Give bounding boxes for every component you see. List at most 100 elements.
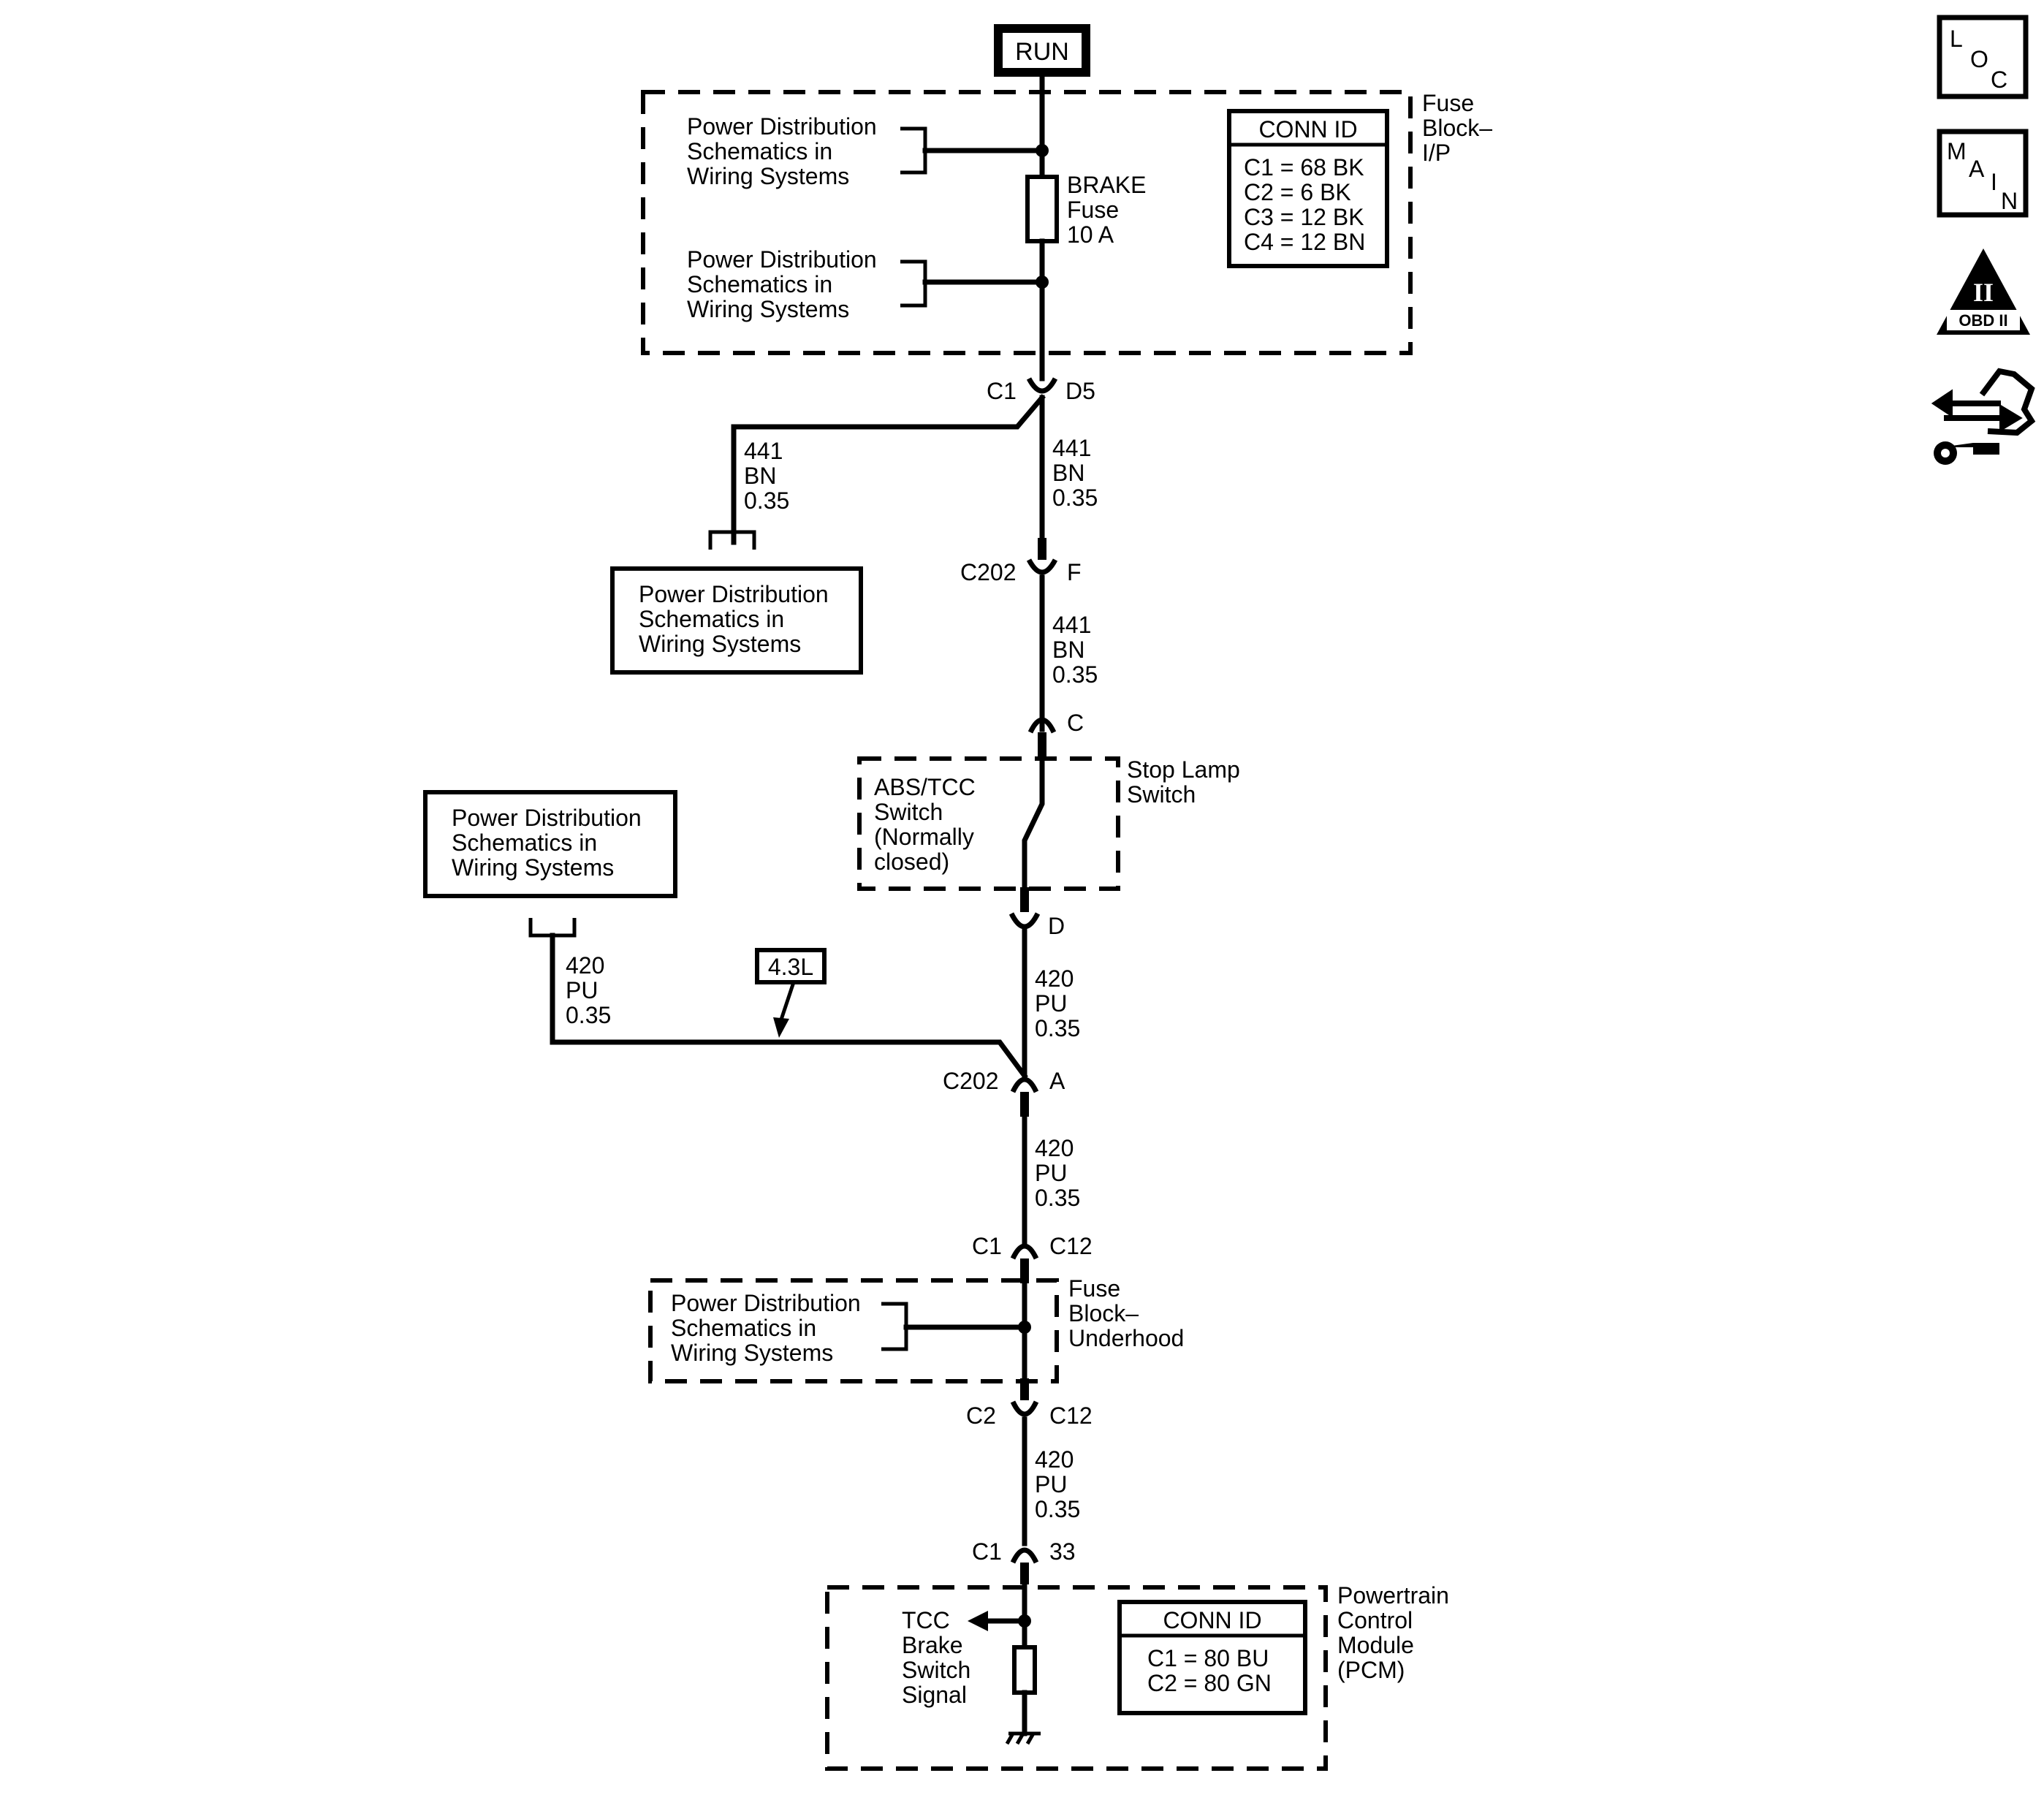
svg-text:Schematics in: Schematics in — [671, 1315, 816, 1341]
svg-text:Powertrain: Powertrain — [1337, 1582, 1449, 1609]
connector-c202-a — [1010, 1077, 1039, 1093]
pd-ref-left-bracket — [708, 530, 756, 550]
svg-text:Switch: Switch — [902, 1657, 970, 1683]
pd-ref-top-1: Power Distribution Schematics in Wiring … — [687, 113, 1049, 189]
connector-33-label: 33 — [1049, 1538, 1076, 1565]
run-label: RUN — [1015, 38, 1069, 66]
svg-text:441: 441 — [1052, 435, 1091, 461]
fuse-block-ip-label: Fuse Block– I/P — [1422, 90, 1492, 166]
svg-text:A: A — [1969, 156, 1985, 182]
svg-text:BN: BN — [1052, 460, 1084, 486]
svg-text:0.35: 0.35 — [744, 487, 789, 514]
main-icon[interactable]: M A I N — [1937, 129, 2029, 218]
svg-text:Schematics in: Schematics in — [639, 606, 784, 632]
wire-420-label-3: 420 PU 0.35 — [1035, 1446, 1080, 1522]
connector-f-label: F — [1067, 559, 1082, 585]
svg-text:0.35: 0.35 — [1035, 1496, 1080, 1522]
svg-text:Block–: Block– — [1068, 1300, 1139, 1326]
stop-lamp-switch-label: Stop Lamp Switch — [1127, 756, 1240, 808]
wire-420-label-1: 420 PU 0.35 — [1035, 965, 1080, 1041]
svg-text:Fuse: Fuse — [1422, 90, 1474, 116]
svg-text:closed): closed) — [874, 848, 949, 875]
connector-c2-c12 — [1010, 1400, 1039, 1417]
pd-ref-underhood: Power Distribution Schematics in Wiring … — [671, 1290, 1031, 1366]
svg-text:M: M — [1947, 138, 1967, 164]
connector-c2-label: C2 — [966, 1402, 996, 1429]
connector-tool-icon[interactable] — [1931, 368, 2036, 465]
svg-text:441: 441 — [1052, 612, 1091, 638]
svg-text:(PCM): (PCM) — [1337, 1657, 1405, 1683]
connector-c1-33 — [1010, 1547, 1039, 1564]
svg-text:Wiring Systems: Wiring Systems — [452, 854, 614, 881]
connector-c202-f — [1026, 558, 1058, 575]
svg-text:4.3L: 4.3L — [768, 954, 813, 980]
svg-text:C1 = 68 BK: C1 = 68 BK — [1244, 154, 1364, 181]
svg-text:BN: BN — [1052, 637, 1084, 663]
pd-ref-box-2: Power Distribution Schematics in Wiring … — [423, 790, 677, 898]
connector-c — [1027, 717, 1057, 734]
connector-d-label: D — [1048, 913, 1065, 939]
svg-text:OBD II: OBD II — [1958, 311, 2007, 330]
svg-text:(Normally: (Normally — [874, 824, 974, 850]
svg-text:Wiring Systems: Wiring Systems — [671, 1340, 833, 1366]
svg-text:Signal: Signal — [902, 1682, 967, 1708]
svg-text:Power Distribution: Power Distribution — [671, 1290, 861, 1316]
svg-text:PU: PU — [1035, 1471, 1067, 1497]
pcm-input-resistor — [1012, 1645, 1037, 1695]
svg-text:Wiring Systems: Wiring Systems — [687, 296, 849, 322]
svg-text:420: 420 — [566, 952, 604, 979]
svg-text:C2 = 80 GN: C2 = 80 GN — [1147, 1670, 1272, 1696]
pd-ref-box-2-bracket — [528, 918, 577, 938]
svg-text:Power Distribution: Power Distribution — [639, 581, 829, 607]
fuse-block-underhood-label: Fuse Block– Underhood — [1068, 1275, 1184, 1351]
svg-text:C1 = 80 BU: C1 = 80 BU — [1147, 1645, 1269, 1671]
engine-option-4-3l-tag: 4.3L — [755, 948, 827, 1038]
connector-c1-label: C1 — [987, 378, 1017, 404]
fuse-block-ip-outline — [641, 90, 1413, 355]
svg-text:PU: PU — [1035, 1160, 1067, 1186]
connector-c202-label-top: C202 — [960, 559, 1017, 585]
svg-text:C3 = 12 BK: C3 = 12 BK — [1244, 204, 1364, 230]
conn-id-table-pcm: CONN ID C1 = 80 BU C2 = 80 GN — [1117, 1600, 1307, 1715]
svg-text:0.35: 0.35 — [1052, 485, 1098, 511]
connector-c12-label-top: C12 — [1049, 1233, 1093, 1259]
svg-text:ABS/TCC: ABS/TCC — [874, 774, 976, 800]
svg-text:I: I — [1991, 169, 1997, 195]
svg-text:TCC: TCC — [902, 1607, 950, 1633]
svg-text:420: 420 — [1035, 1135, 1074, 1161]
svg-text:O: O — [1970, 46, 1988, 72]
svg-text:420: 420 — [1035, 965, 1074, 992]
svg-text:C: C — [1991, 67, 2007, 93]
svg-text:N: N — [2001, 188, 2018, 214]
ground-icon — [1005, 1731, 1041, 1745]
svg-text:420: 420 — [1035, 1446, 1074, 1473]
connector-c1-label-2: C1 — [972, 1233, 1002, 1259]
abs-tcc-switch-desc: ABS/TCC Switch (Normally closed) — [874, 774, 976, 875]
connector-d5-label: D5 — [1065, 378, 1095, 404]
loc-icon[interactable]: L O C — [1937, 15, 2029, 99]
run-box: RUN — [994, 24, 1090, 77]
wire-441-branch — [731, 394, 1046, 545]
wire-441-label-1: 441 BN 0.35 — [1052, 435, 1098, 511]
stop-lamp-switch-outline — [857, 756, 1120, 891]
svg-text:Stop Lamp: Stop Lamp — [1127, 756, 1240, 783]
svg-text:CONN ID: CONN ID — [1258, 116, 1357, 143]
svg-text:II: II — [1973, 278, 1994, 307]
svg-text:0.35: 0.35 — [566, 1002, 611, 1028]
obd-ii-icon[interactable]: II OBD II — [1937, 248, 2030, 335]
tcc-brake-switch-signal-label: TCC Brake Switch Signal — [902, 1607, 970, 1708]
svg-text:Power Distribution: Power Distribution — [687, 246, 877, 273]
svg-text:Switch: Switch — [1127, 781, 1196, 808]
pcm-label: Powertrain Control Module (PCM) — [1337, 1582, 1449, 1683]
wire-441-branch-label: 441 BN 0.35 — [744, 438, 789, 514]
pd-ref-box-1: Power Distribution Schematics in Wiring … — [610, 566, 863, 675]
svg-text:Control: Control — [1337, 1607, 1413, 1633]
svg-text:441: 441 — [744, 438, 783, 464]
svg-text:Schematics in: Schematics in — [687, 271, 832, 297]
svg-text:PU: PU — [1035, 990, 1067, 1017]
connector-c12-label-bottom: C12 — [1049, 1402, 1093, 1429]
svg-text:Underhood: Underhood — [1068, 1325, 1184, 1351]
svg-text:0.35: 0.35 — [1035, 1015, 1080, 1041]
connector-c1-d5 — [1026, 377, 1058, 394]
